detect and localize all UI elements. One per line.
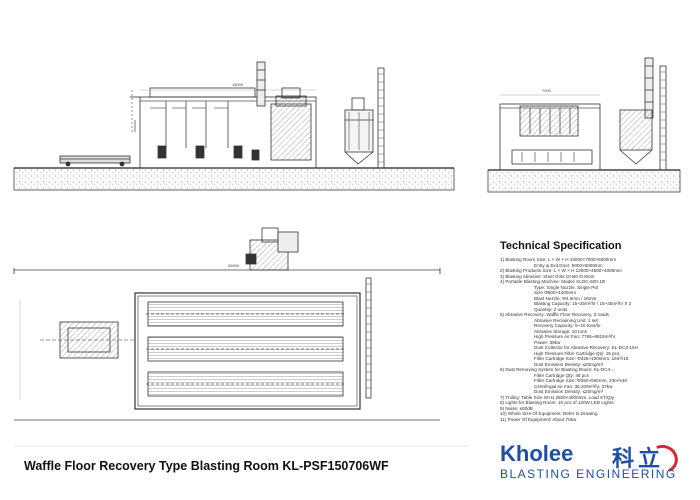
spec-line: Blast Nozzle: Φ4.5mm / 10mm [534,295,597,301]
blast-pot-3 [233,145,243,159]
cartridge-bank [519,105,579,137]
waffle-floor-row-2 [147,336,344,362]
front-ground-slab [13,167,455,191]
plan-view: 26000 [13,227,441,421]
workpiece-cage [270,103,312,161]
logo-chinese-name: 科立 [612,446,665,471]
spec-line: Dust Emission Density: ≤20mg/m³ [534,389,604,394]
spec-line: Size Φ600×1400mm [534,290,577,295]
spec-line: 4) Portable Blasting Machine: Model: KLD… [500,279,606,284]
blast-pot-1 [157,145,167,159]
spec-line: Type: Single Nozzle, Single Pot [534,284,599,290]
side-exhaust-stack [644,57,654,119]
waffle-floor-row-3 [147,371,344,397]
spec-line: Power: 30kw [534,339,561,345]
spec-line: Entry & Exit Door: 5000×5000mm [534,262,603,268]
spec-line: Filter Cartridge Size: Φ325×1000mm, 16m²… [534,356,629,361]
spec-line: Dust Collector for Abrasive Recovery: KL… [534,345,638,350]
spec-line: Blasting Capacity: 15~25m²/hr / 15~35m²/… [534,301,632,306]
front-ladder [377,67,385,169]
front-elevation-view: 15000 [13,61,455,191]
blast-pot-2 [195,145,205,159]
waffle-floor-row-1 [147,301,344,327]
plan-dust-collector [277,231,299,253]
spec-line: 9) Noise: ≤80dB [500,405,533,411]
roof-header-duct [149,87,256,98]
spec-line: Quantity: 2 units [534,306,568,312]
company-logo: Kholee 科立 BLASTING ENGINEERING [488,440,698,481]
plan-ladder [365,277,372,399]
exhaust-stack [256,61,266,107]
spec-line: 11) Power Of Equipment: About 70kw [500,416,577,422]
spec-line: High Pressure Filter Cartridge Qty: 15 p… [534,350,621,356]
side-room-shell [499,103,601,171]
spec-line: Dust Emission Density: ≤20mg/m³ [534,361,604,367]
front-trolley [59,155,131,164]
spec-line: Abrasive Storage: 10 tons [534,328,587,334]
spec-line: 8) Lights for Blasting Room: 16 pcs of 1… [500,400,614,405]
spec-line: 7) Trolley: Table Size W×H 2500×4000mm, … [500,394,615,400]
logo-tagline: BLASTING ENGINEERING [500,467,677,481]
drawing-title: Waffle Floor Recovery Type Blasting Room… [24,459,389,473]
spec-line: 5) Abrasive Recovery: Waffle Floor Recov… [500,312,609,317]
svg-text:15000: 15000 [232,82,244,87]
spec-line: 2) Blasting Products Size: L × W × H 120… [500,268,622,273]
plan-room-outline [134,292,361,410]
spec-line: 3) Blasting Abrasive: Steel Grits GH40 /… [500,273,595,279]
spec-line: Filter Cartridge Qty: 48 pcs [534,372,589,378]
logo-name: Kholee [500,441,574,466]
spec-line: Abrasive Reclaiming Unit: 1 set [534,317,598,323]
spec-line: Recovery Capacity: 5~10 tons/hr [534,323,601,328]
spec-line: 1) Blasting Room Size: L × W × H 15000×7… [500,257,617,262]
spec-list: 1) Blasting Room Size: L × W × H 15000×7… [500,257,700,422]
spec-line: High Pressure Air Fan: 7766~8819m³/hr [534,334,616,339]
side-ground-slab [487,169,681,193]
side-ladder [659,65,667,171]
spec-line: 10) Whole Size Of Equipment: Refer to Dr… [500,411,598,416]
spec-line: 6) Dust Removing System for Blasting Roo… [500,367,616,372]
side-dust-collector [619,109,653,151]
svg-text:26000: 26000 [228,263,240,268]
side-elevation-view: 7000 [487,57,681,193]
spec-title: Technical Specification [500,240,622,252]
spec-line: Filter Cartridge Size: Φ350×660mm, 23m²x… [534,378,627,383]
spec-line: Centrifugal Air Fan: 36,200m³/hr, 37kw [534,383,613,389]
svg-text:7000: 7000 [542,88,552,93]
blast-pot-4 [251,149,260,161]
